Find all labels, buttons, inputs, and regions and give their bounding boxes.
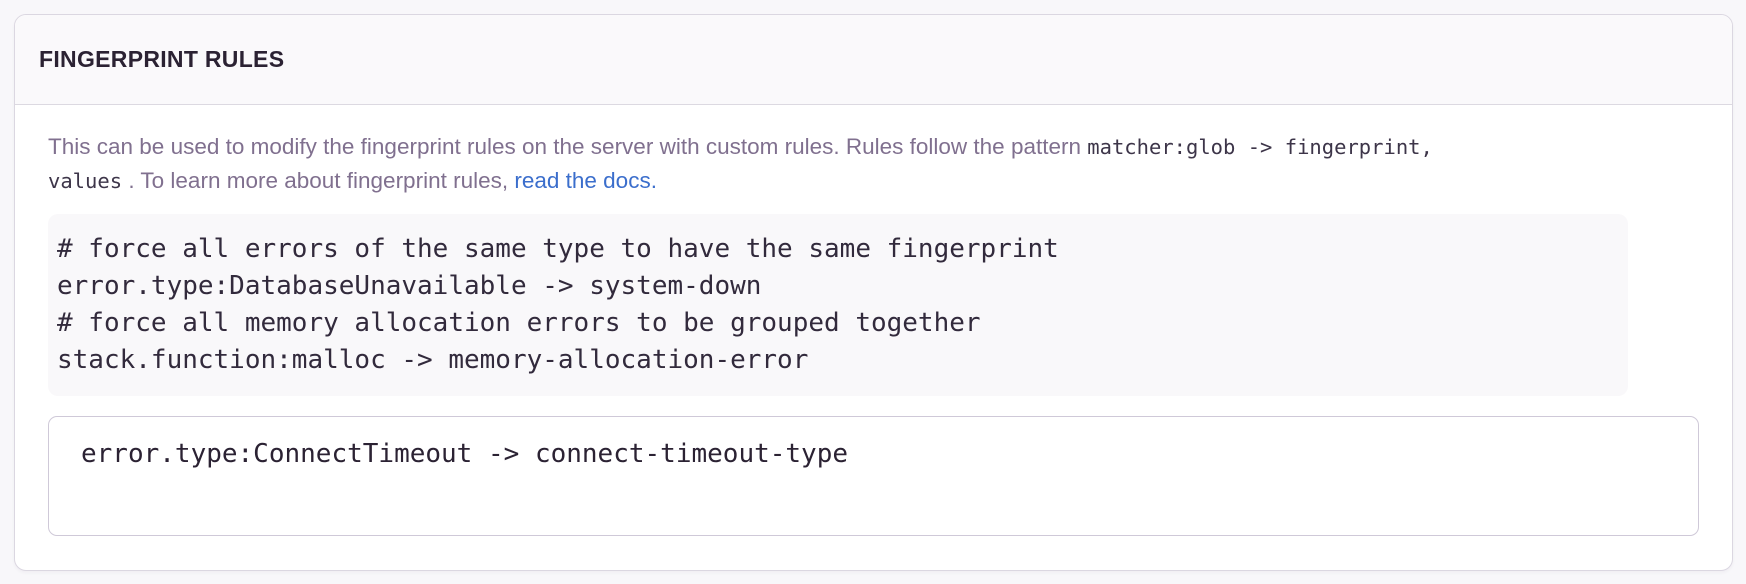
fingerprint-rules-panel: FINGERPRINT RULES This can be used to mo…	[14, 14, 1733, 571]
example-code-block: # force all errors of the same type to h…	[48, 214, 1628, 396]
read-the-docs-link[interactable]: read the docs.	[514, 168, 657, 193]
description-text-after: . To learn more about fingerprint rules,	[122, 168, 515, 193]
code-line: # force all errors of the same type to h…	[57, 234, 1059, 264]
code-line: error.type:DatabaseUnavailable -> system…	[57, 271, 762, 301]
panel-body: This can be used to modify the fingerpri…	[15, 105, 1732, 570]
description-text-before: This can be used to modify the fingerpri…	[48, 134, 1088, 159]
pattern-inline-code: matcher:glob -> fingerprint,	[1087, 135, 1433, 159]
description: This can be used to modify the fingerpri…	[48, 130, 1699, 198]
panel-title: FINGERPRINT RULES	[39, 46, 285, 72]
panel-header: FINGERPRINT RULES	[15, 15, 1732, 105]
pattern-inline-code-continued: values	[48, 169, 123, 193]
fingerprint-rules-textarea[interactable]: error.type:ConnectTimeout -> connect-tim…	[48, 416, 1699, 536]
code-line: # force all memory allocation errors to …	[57, 308, 981, 338]
code-line: stack.function:malloc -> memory-allocati…	[57, 345, 809, 375]
